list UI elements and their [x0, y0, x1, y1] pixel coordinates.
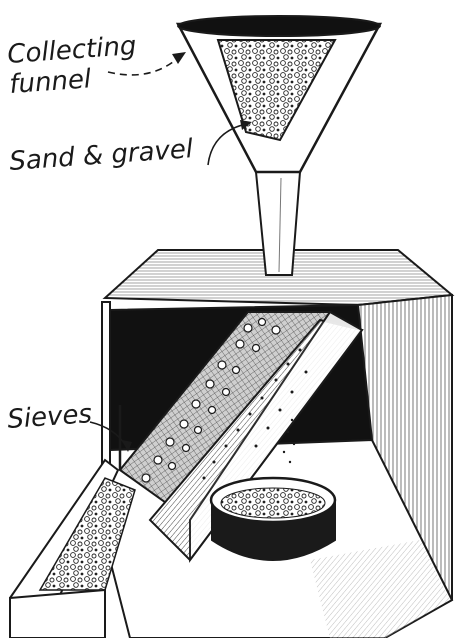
label-sand-gravel: Sand & gravel [8, 134, 194, 177]
label-sieves: Sieves [6, 399, 93, 435]
collecting-pan [211, 478, 335, 560]
trough-front-wall [10, 590, 105, 638]
collection-trough [10, 460, 135, 638]
funnel-arrowhead [172, 52, 186, 64]
label-funnel: funnel [8, 64, 92, 100]
collecting-funnel [178, 16, 380, 275]
label-collecting: Collecting [6, 31, 137, 70]
pan-contents [221, 488, 325, 518]
funnel-opening [178, 16, 380, 36]
cabinet-front-post [102, 302, 110, 470]
